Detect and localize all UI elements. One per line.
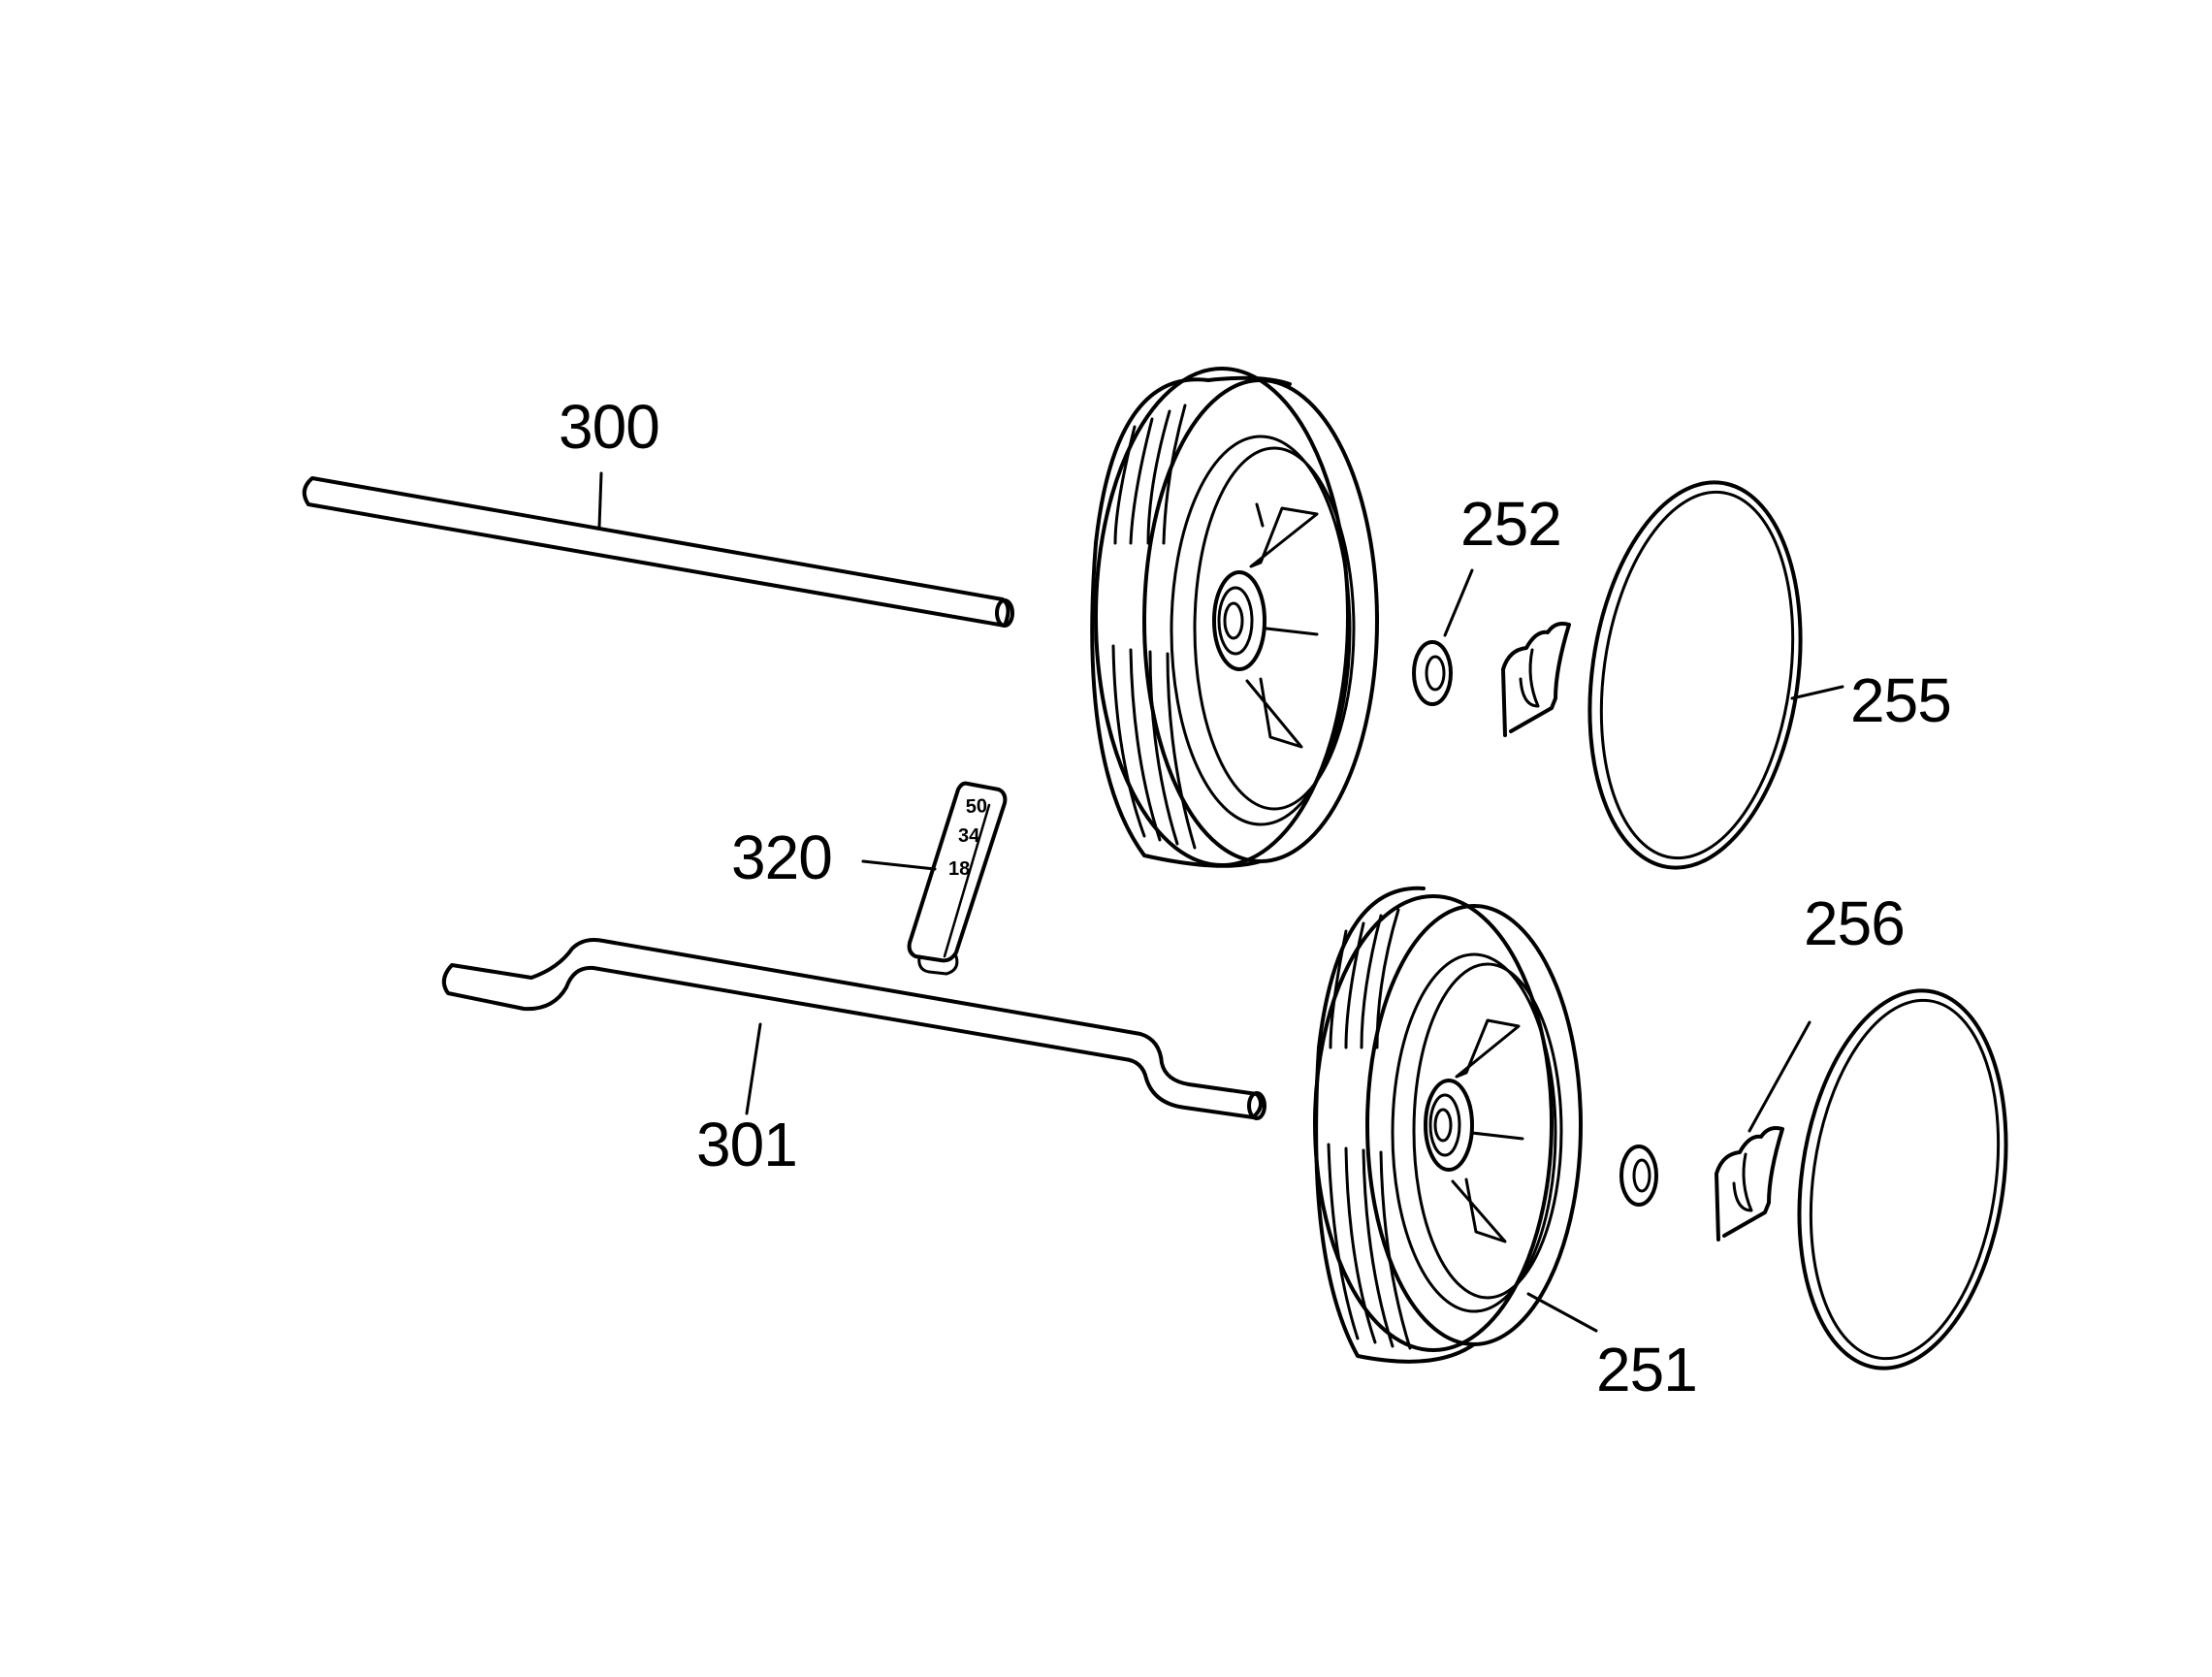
height-mark-18: 18 [948, 858, 970, 880]
part-label-252: 252 [1460, 489, 1562, 559]
lever-320: 50 34 18 [861, 781, 1008, 976]
part-label-251: 251 [1596, 1335, 1698, 1404]
height-mark-50: 50 [965, 795, 987, 818]
wheel-upper [1090, 367, 1379, 868]
ring-255-lower [1797, 988, 2008, 1371]
part-label-300: 300 [559, 392, 660, 462]
axle-300 [302, 471, 1014, 628]
washer-252-upper [1412, 568, 1474, 706]
clip-256-lower [1715, 1020, 1811, 1242]
clip-256-upper [1501, 622, 1571, 737]
washer-252-lower [1619, 1145, 1658, 1207]
ring-255-upper [1587, 480, 1844, 870]
part-label-256: 256 [1804, 888, 1906, 958]
wheel-251 [1313, 886, 1598, 1364]
part-label-255: 255 [1850, 665, 1952, 735]
part-label-320: 320 [731, 822, 833, 892]
part-label-301: 301 [696, 1110, 798, 1179]
axle-301 [441, 938, 1266, 1120]
height-mark-34: 34 [958, 825, 980, 847]
